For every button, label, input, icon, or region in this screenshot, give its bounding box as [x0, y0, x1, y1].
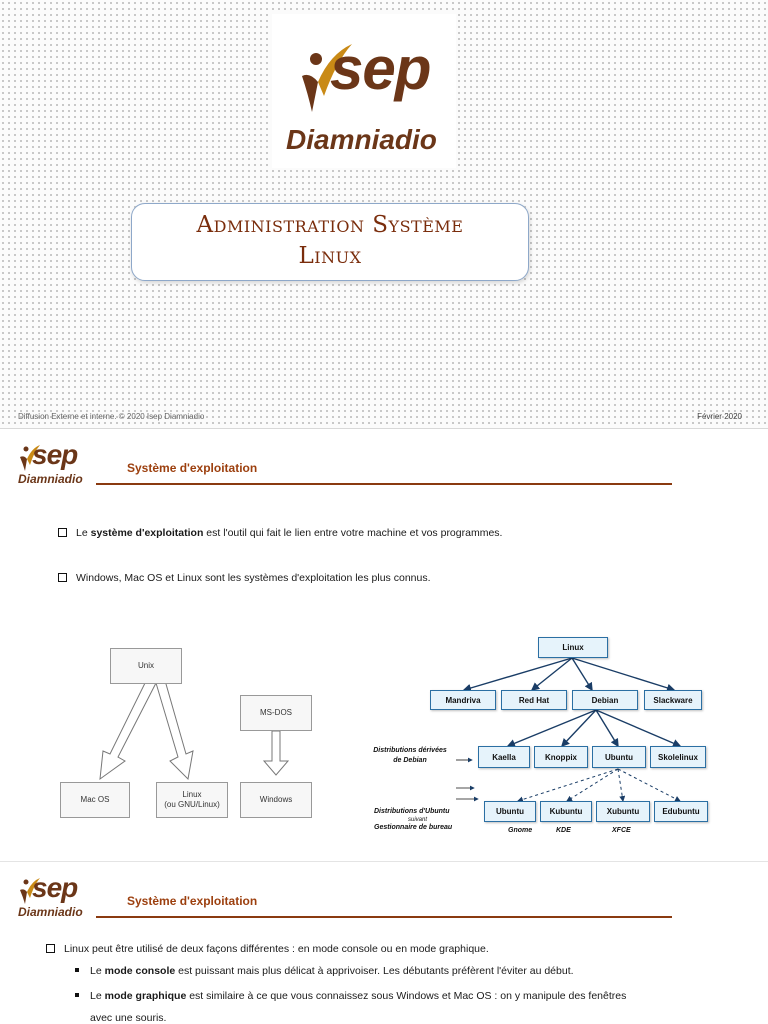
desktop-xfce: XFCE	[612, 827, 631, 834]
logo-brand-small: sep	[32, 439, 78, 470]
box-unix: Unix	[110, 648, 182, 684]
desktop-kde: KDE	[556, 827, 571, 834]
slide-linux-modes: sep Diamniadio Système d'exploitation Li…	[0, 862, 768, 1024]
isep-logo-mark	[302, 44, 352, 112]
logo-subtitle-small: Diamniadio	[18, 472, 83, 486]
isep-logo: sep Diamniadio	[272, 14, 456, 168]
tree-root: Linux	[538, 637, 608, 658]
os-family-arrows	[99, 676, 290, 781]
bullet-known-os: Windows, Mac OS et Linux sont les systèm…	[58, 572, 431, 584]
tree-l1-0: Mandriva	[430, 690, 496, 710]
note-ubuntu-distros: Distributions d'Ubuntu	[374, 808, 450, 815]
tree-l2-0: Kaella	[478, 746, 530, 768]
box-msdos: MS-DOS	[240, 695, 312, 731]
isep-logo-mark-small	[20, 878, 40, 904]
isep-logo-mark-small	[20, 445, 40, 471]
tree-l3-1: Kubuntu	[540, 801, 592, 822]
section-rule	[96, 916, 672, 918]
bullet-two-modes: Linux peut être utilisé de deux façons d…	[46, 943, 489, 955]
sub-bullet-graphic: Le mode graphique est similaire à ce que…	[75, 990, 626, 1002]
os-family-diagram: Unix MS-DOS Mac OS Linux (ou GNU/Linux) …	[58, 639, 318, 829]
section-rule	[96, 483, 672, 485]
title-slide: sep Diamniadio Administration Système Li…	[0, 0, 768, 429]
footer-copyright: Diffusion Externe et interne. © 2020 Ise…	[18, 412, 205, 421]
box-windows: Windows	[240, 782, 312, 818]
title-line-2: Linux	[298, 243, 362, 269]
tree-l1-3: Slackware	[644, 690, 702, 710]
logo-subtitle: Diamniadio	[286, 124, 437, 155]
tree-l3-0: Ubuntu	[484, 801, 536, 822]
checkbox-bullet-icon	[46, 944, 55, 953]
logo-brand: sep	[330, 35, 431, 102]
note-debian-derived-1: Distributions dérivées	[373, 747, 447, 754]
logo-brand-small: sep	[32, 872, 78, 903]
title-banner: Administration Système Linux	[131, 203, 529, 281]
title-line-1: Administration Système	[196, 212, 464, 238]
note-desktop-manager: Gestionnaire de bureau	[374, 824, 453, 831]
sub-bullet-console: Le mode console est puissant mais plus d…	[75, 965, 574, 977]
section-title: Système d'exploitation	[127, 461, 258, 475]
sub-bullet-graphic-cont: avec une souris.	[90, 1012, 167, 1024]
isep-logo-small: sep Diamniadio	[14, 439, 94, 487]
isep-logo-small: sep Diamniadio	[14, 872, 94, 920]
box-macos: Mac OS	[60, 782, 130, 818]
tree-l3-3: Edubuntu	[654, 801, 708, 822]
bullet-definition: Le système d'exploitation est l'outil qu…	[58, 527, 502, 539]
checkbox-bullet-icon	[58, 528, 67, 537]
square-bullet-icon	[75, 968, 79, 972]
square-bullet-icon	[75, 993, 79, 997]
footer-date: Février 2020	[697, 412, 742, 421]
logo-subtitle-small: Diamniadio	[18, 905, 83, 919]
note-debian-derived-2: de Debian	[393, 757, 427, 764]
desktop-gnome: Gnome	[508, 827, 533, 834]
tree-l2-2: Ubuntu	[592, 746, 646, 768]
section-title: Système d'exploitation	[127, 894, 258, 908]
distro-tree-diagram: Linux Mandriva Red Hat Debian Slackware …	[368, 629, 716, 844]
tree-l1-2: Debian	[572, 690, 638, 710]
note-suivant: suivant	[408, 817, 428, 823]
checkbox-bullet-icon	[58, 573, 67, 582]
distro-tree-links	[456, 657, 682, 803]
tree-l2-1: Knoppix	[534, 746, 588, 768]
tree-l3-2: Xubuntu	[596, 801, 650, 822]
slide-os-intro: sep Diamniadio Système d'exploitation Le…	[0, 429, 768, 862]
tree-l1-1: Red Hat	[501, 690, 567, 710]
tree-l2-3: Skolelinux	[650, 746, 706, 768]
box-linux: Linux (ou GNU/Linux)	[156, 782, 228, 818]
